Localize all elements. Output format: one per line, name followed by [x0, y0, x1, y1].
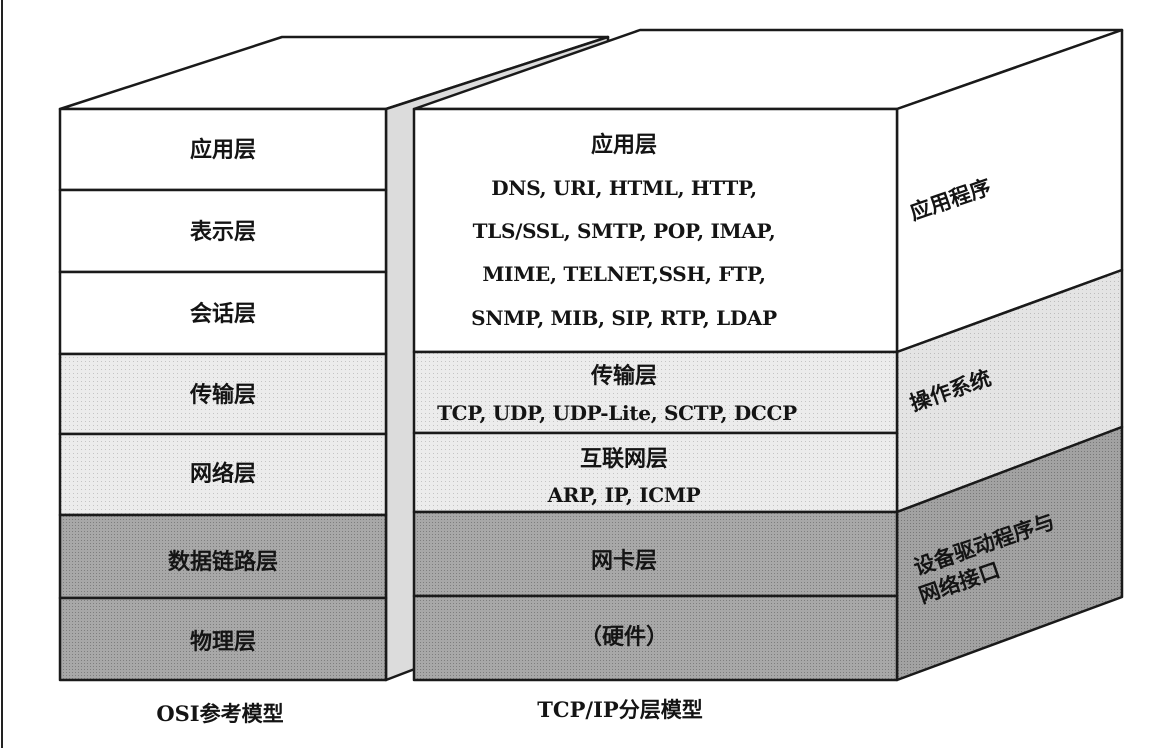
osi-label-application: 应用层 [189, 137, 256, 163]
tcpip-label-application: 应用层 [590, 132, 657, 158]
tcpip-layer-internet [412, 431, 899, 514]
osi-layer-network [58, 432, 388, 517]
tcpip-protocols-line-1: DNS, URI, HTML, HTTP, [491, 176, 757, 200]
osi-label-datalink: 数据链路层 [167, 549, 278, 575]
tcpip-protocols-line-3: MIME, TELNET,SSH, FTP, [482, 262, 766, 286]
tcpip-block [412, 28, 1124, 682]
tcpip-label-link: 网卡层 [590, 548, 657, 574]
tcpip-label-hardware: （硬件） [579, 624, 668, 650]
osi-layer-physical [58, 596, 388, 682]
tcpip-layer-link [412, 510, 899, 598]
osi-layer-presentation [58, 188, 388, 274]
osi-label-physical: 物理层 [189, 629, 256, 655]
osi-label-presentation: 表示层 [189, 219, 256, 245]
osi-layer-session [58, 270, 388, 356]
osi-label-transport: 传输层 [189, 382, 256, 408]
tcpip-internet-protocols: ARP, IP, ICMP [547, 483, 701, 507]
osi-caption: OSI参考模型 [156, 701, 284, 726]
osi-layer-application [58, 107, 388, 192]
tcpip-layer-transport [412, 350, 899, 435]
tcpip-transport-protocols: TCP, UDP, UDP-Lite, SCTP, DCCP [437, 401, 797, 425]
osi-layer-datalink [58, 513, 388, 600]
osi-label-network: 网络层 [189, 461, 256, 487]
tcpip-layer-application [412, 107, 899, 354]
osi-label-session: 会话层 [189, 301, 256, 327]
tcpip-label-internet: 互联网层 [579, 446, 668, 472]
tcpip-protocols-line-4: SNMP, MIB, SIP, RTP, LDAP [471, 306, 777, 330]
tcpip-label-transport: 传输层 [590, 363, 657, 389]
tcpip-protocols-line-2: TLS/SSL, SMTP, POP, IMAP, [472, 219, 776, 243]
tcpip-layer-hardware [412, 594, 899, 682]
tcpip-caption: TCP/IP分层模型 [537, 697, 703, 722]
